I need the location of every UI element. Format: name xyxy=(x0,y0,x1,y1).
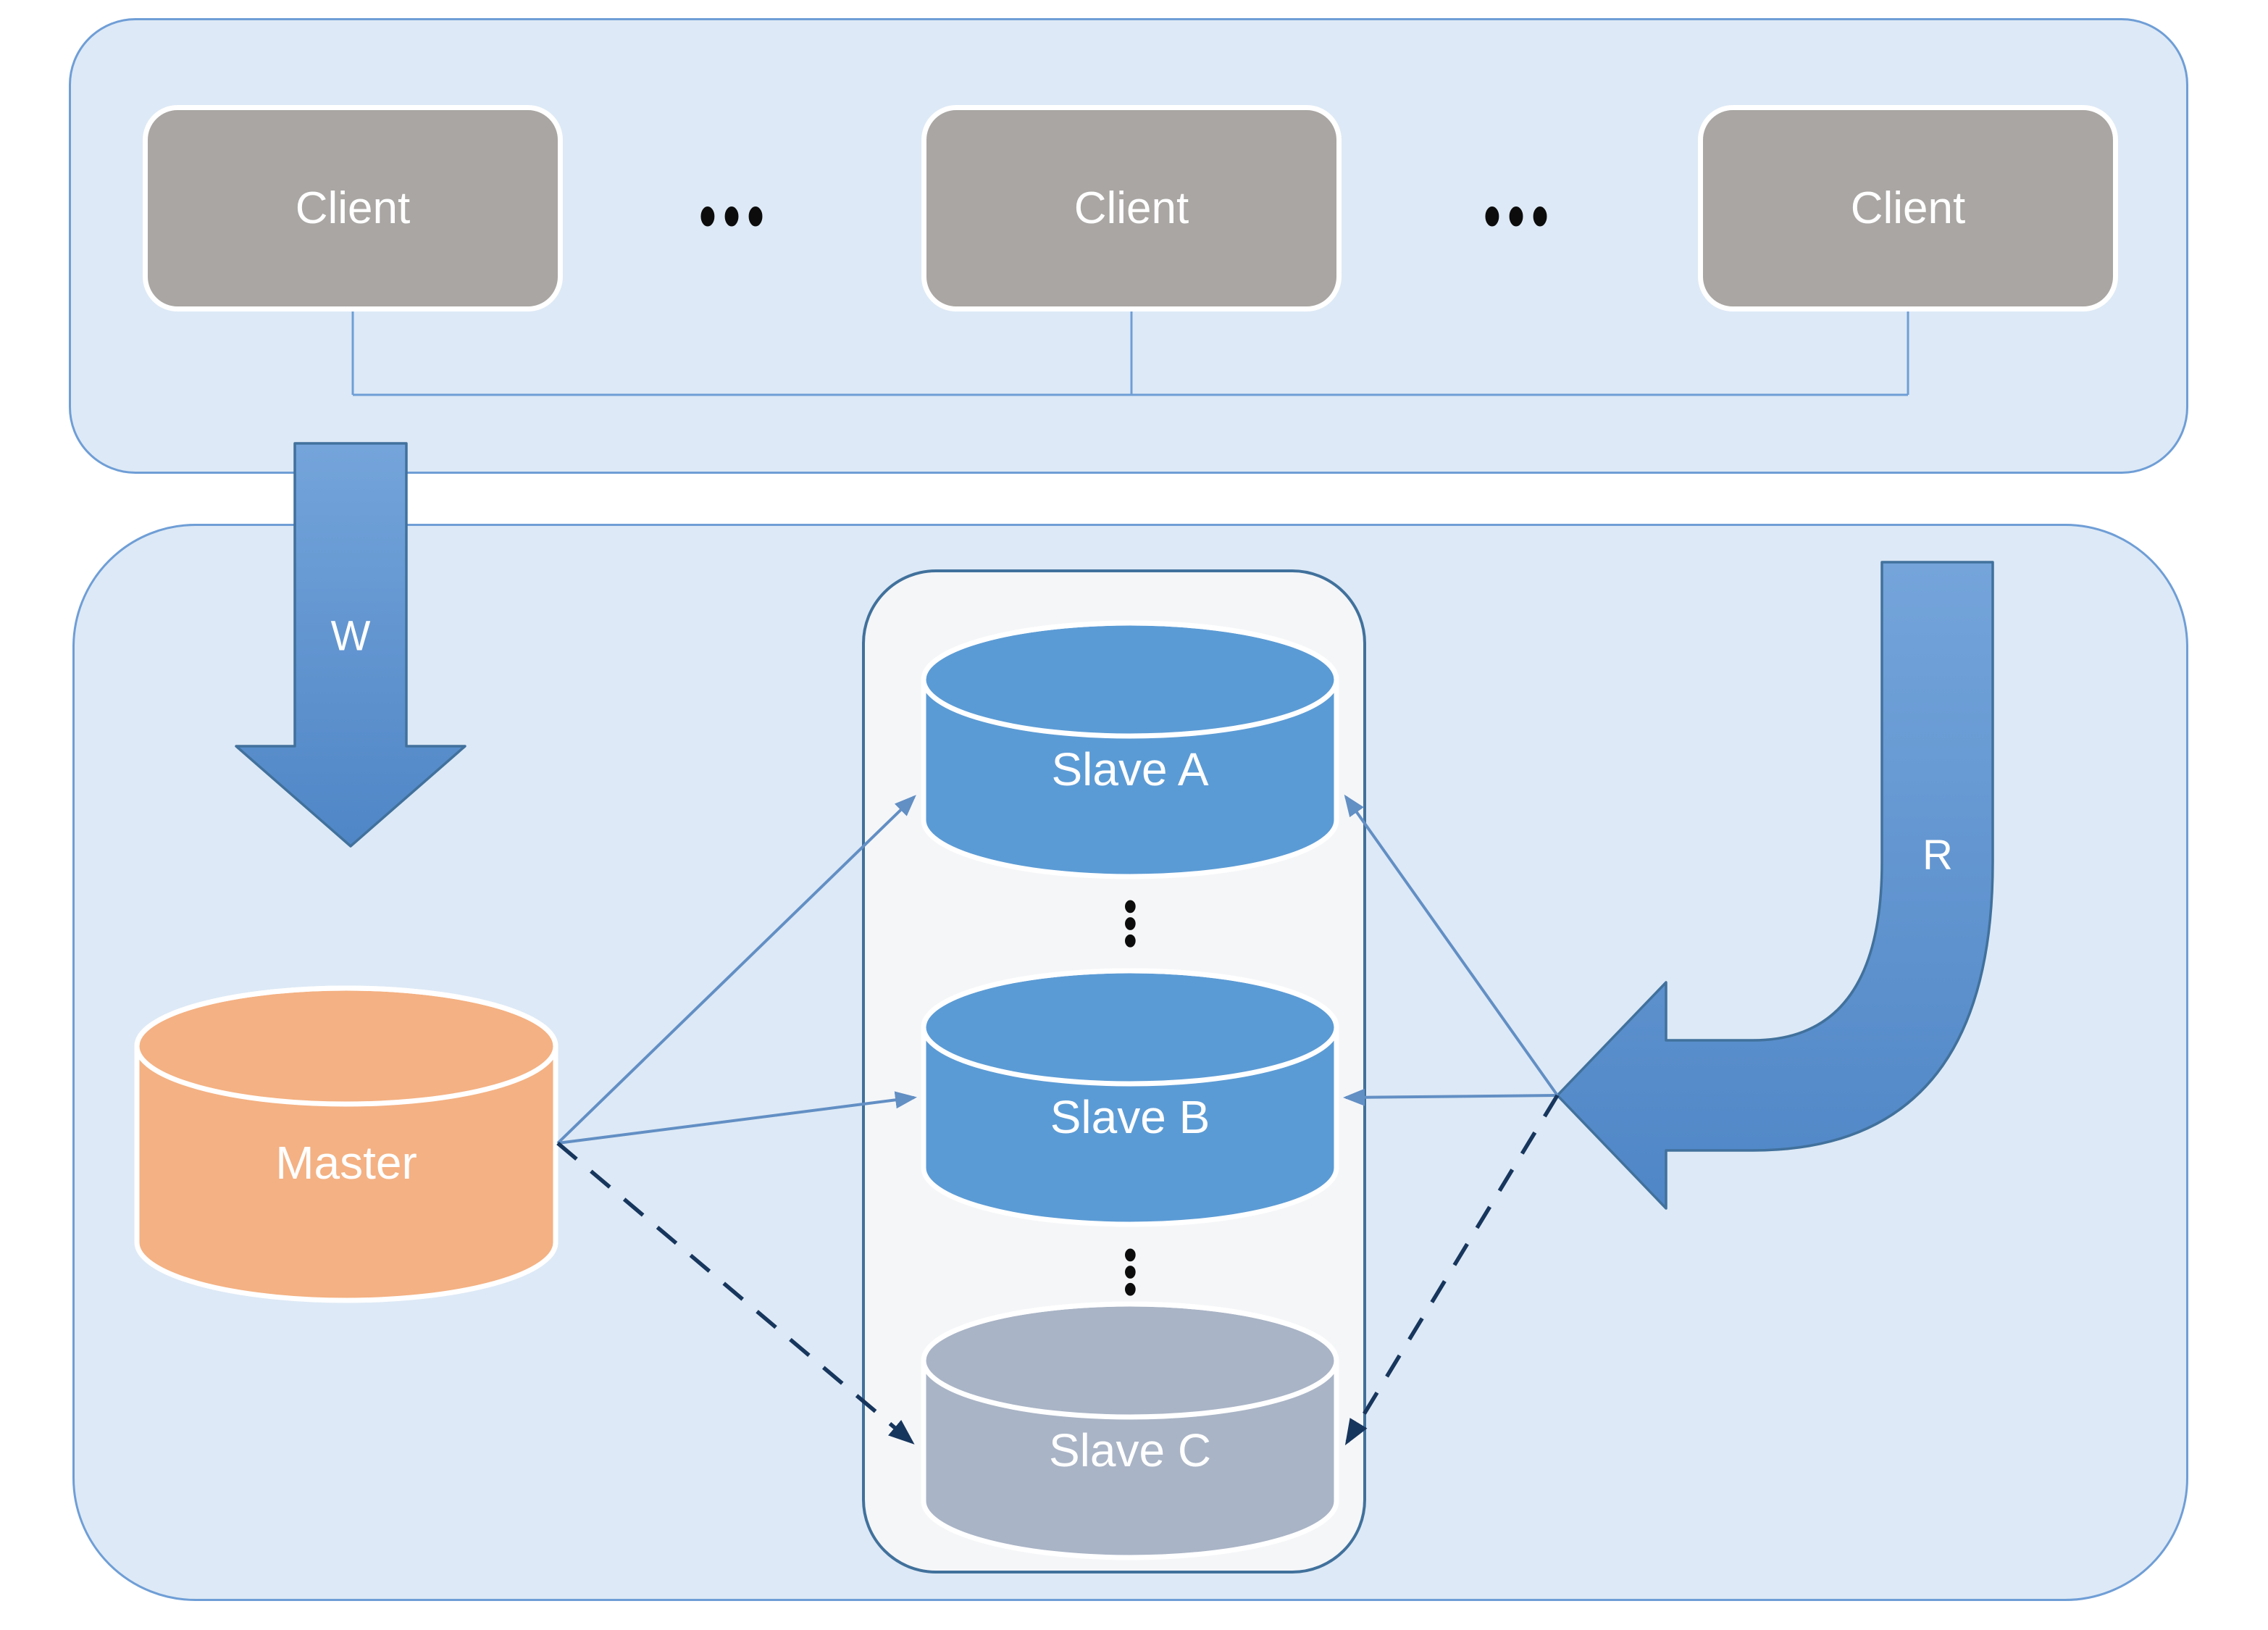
slave-a-database-cylinder xyxy=(921,620,1339,879)
master-label: Master xyxy=(275,1137,417,1189)
master-to-slave-b-arrow xyxy=(557,1091,917,1145)
client-node-1: Client xyxy=(143,105,563,312)
client-node-2: Client xyxy=(921,105,1342,312)
slaves-ellipsis-top: ••• xyxy=(1110,898,1151,950)
read-flow-label: R xyxy=(1922,831,1953,879)
clients-ellipsis-right: ••• xyxy=(1484,176,1556,254)
slave-b-label: Slave B xyxy=(1050,1091,1210,1143)
client-node-1-label: Client xyxy=(295,183,411,233)
slaves-ellipsis-bottom: ••• xyxy=(1110,1247,1151,1299)
read-to-slave-b-arrow xyxy=(1343,1088,1558,1106)
read-flow-arrow-icon xyxy=(1556,561,1994,1210)
client-node-2-label: Client xyxy=(1074,183,1189,233)
slave-b-database-cylinder xyxy=(921,968,1339,1227)
write-flow-arrow-icon xyxy=(235,442,466,848)
master-to-slave-c-dashed-arrow xyxy=(556,1141,915,1445)
master-to-slave-a-arrow xyxy=(556,795,916,1145)
read-to-slave-a-arrow xyxy=(1344,794,1559,1097)
write-flow-label: W xyxy=(330,612,371,660)
client-bus-connector-line xyxy=(351,312,1909,396)
slave-c-database-cylinder xyxy=(921,1301,1339,1560)
slave-a-label: Slave A xyxy=(1051,743,1209,795)
clients-ellipsis-left: ••• xyxy=(699,176,771,254)
client-node-3-label: Client xyxy=(1850,183,1966,233)
master-database-cylinder xyxy=(134,985,558,1303)
read-to-slave-c-dashed-arrow xyxy=(1344,1094,1560,1446)
slave-c-label: Slave C xyxy=(1048,1424,1212,1476)
client-node-3: Client xyxy=(1698,105,2118,312)
